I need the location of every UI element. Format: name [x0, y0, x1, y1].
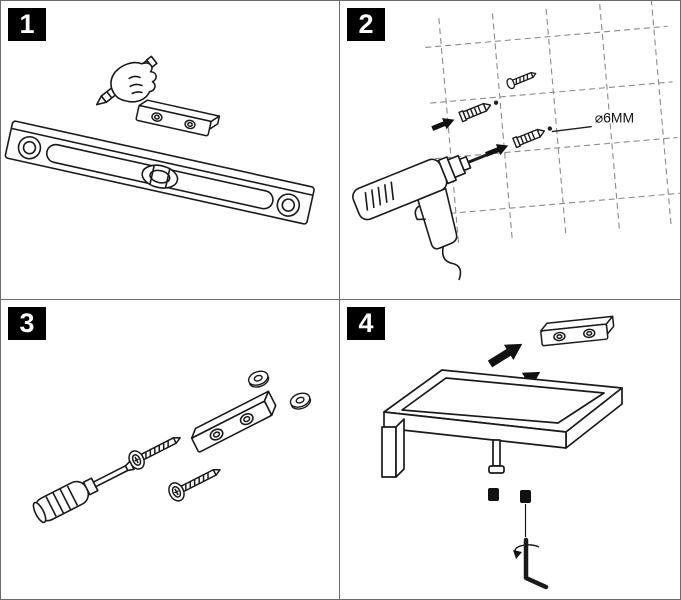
diameter-leader-line — [551, 125, 592, 133]
drill-hole — [547, 126, 553, 131]
step-1-badge: 1 — [8, 8, 46, 41]
step-1-illustration — [4, 55, 315, 225]
hex-key-icon — [523, 537, 549, 590]
step-3-badge: 3 — [8, 307, 46, 340]
step-3-illustration — [32, 370, 312, 524]
hand-pencil-icon — [95, 55, 158, 106]
wall-grid — [425, 1, 680, 245]
screw-icon — [506, 71, 537, 90]
wall-plug-icon — [485, 128, 545, 157]
step-2-badge: 2 — [347, 8, 385, 41]
screw-icon — [168, 468, 221, 502]
screwdriver-icon — [32, 460, 135, 524]
drill-diameter-label: ⌀6MM — [595, 110, 634, 126]
insert-arrow-icon — [485, 144, 509, 157]
washer-icon — [247, 370, 270, 388]
drill-hole — [493, 100, 499, 105]
mounting-bracket-icon — [135, 99, 221, 137]
spirit-level-icon — [4, 120, 315, 225]
direction-arrow-icon — [487, 343, 523, 368]
rotation-arrow-icon — [513, 544, 540, 559]
washer-icon — [289, 392, 312, 410]
step-2-panel: 2 — [340, 1, 680, 300]
step-4-badge: 4 — [347, 307, 385, 340]
screw-icon — [128, 437, 181, 470]
insert-arrow-icon — [431, 118, 455, 131]
step-2-illustration: ⌀6MM — [352, 1, 680, 281]
mounting-bracket-icon — [190, 390, 277, 453]
wall-plug-icon — [431, 102, 492, 131]
drill-icon — [352, 149, 498, 281]
set-screw-icon — [488, 488, 531, 503]
step-1-panel: 1 — [1, 1, 340, 300]
step-4-illustration — [381, 315, 623, 590]
step-3-panel: 3 — [1, 300, 340, 599]
paper-holder-icon — [381, 369, 623, 478]
mounting-bracket-icon — [539, 315, 615, 347]
step-4-panel: 4 — [340, 300, 680, 599]
